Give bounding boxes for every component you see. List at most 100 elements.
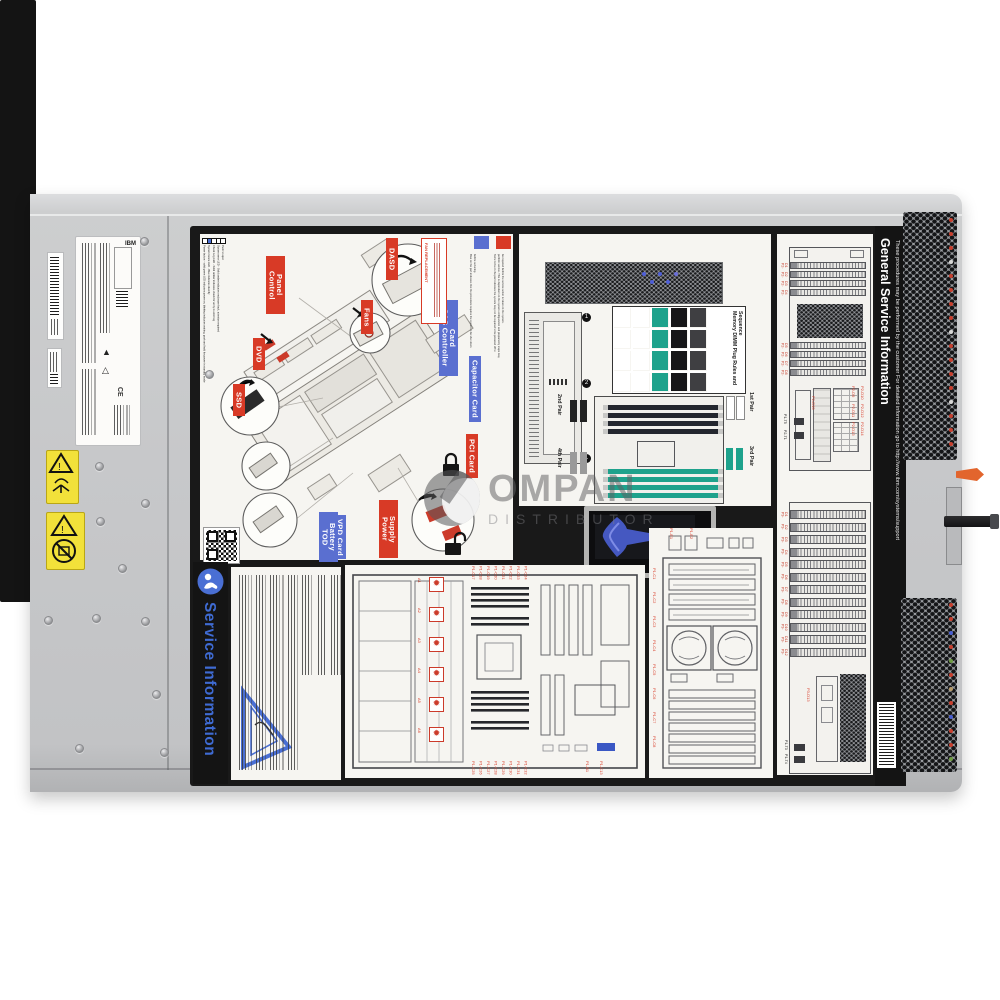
drive-bay-row: P3-D5 <box>780 560 866 569</box>
general-service-title: General Service Information <box>878 238 892 405</box>
drive-bay-label: P3-D12 <box>780 648 789 656</box>
dimm-slot-dark <box>603 429 723 434</box>
memory-table-cell <box>690 308 707 328</box>
latch-dot <box>949 757 953 761</box>
drive-bay-label: P3-D9 <box>780 611 789 618</box>
callout-pci-card: PCI Card <box>466 434 478 478</box>
rear-location-label: P1-C1 <box>652 568 657 580</box>
drive-bay <box>790 262 866 269</box>
drive-bay <box>790 351 866 358</box>
memory-table-column <box>651 307 670 393</box>
latch-dot <box>949 442 953 446</box>
drive-bay-label: P2-D4 <box>780 289 789 296</box>
callout-capacitor-card: Capacitor Card <box>469 356 481 422</box>
module-label-p3d13: P3-D13 <box>806 688 811 702</box>
board-location-label: P1-C26 <box>478 761 484 775</box>
drive-bay-label: P3-D3 <box>780 536 789 543</box>
fan-icon: ✹ <box>429 577 444 592</box>
board-location-label: P1-C23 <box>516 566 521 580</box>
drive-bay <box>790 289 866 296</box>
panel-label-p2d15: P2-D15 <box>811 396 816 410</box>
screw <box>96 517 105 526</box>
dimm-slot-teal <box>603 477 723 482</box>
memory-riser-diagram <box>594 396 724 504</box>
pair-label-3rd: 3rd Pair <box>748 446 754 467</box>
dimm-slot-teal <box>603 485 723 490</box>
screw <box>44 616 53 625</box>
memory-table-cell <box>614 372 631 392</box>
drive-bay <box>790 547 866 557</box>
drive-bay-row: P3-D12 <box>780 647 866 657</box>
board-location-label: P1-C28 <box>493 761 499 775</box>
bay-cluster-label: P2-D12 <box>860 404 865 418</box>
latch-dot <box>949 330 953 334</box>
latch-dot <box>949 701 953 705</box>
drive-bay-row: P3-D3 <box>780 535 866 544</box>
step-1-marker: 1 <box>582 313 591 322</box>
drive-bay <box>790 535 866 544</box>
memory-table-cell <box>671 372 688 392</box>
rear-location-label: P1-E1 <box>669 528 674 540</box>
riser-cpu-outline <box>637 441 675 467</box>
screw <box>140 237 149 246</box>
latch-dot <box>949 673 953 677</box>
latch-dot <box>949 743 953 747</box>
drive-bay-label: P3-D8 <box>780 599 789 605</box>
memory-table-cell <box>690 329 707 349</box>
drive-bay <box>790 280 866 287</box>
callout-ssd: SSD <box>233 384 245 416</box>
callout-dasd: DASD <box>386 238 398 280</box>
legend-text: System error LED - Solid amber indicates… <box>216 245 220 332</box>
esd-paragraph <box>256 575 266 770</box>
port-label-p2t1: P2-T1 <box>783 430 787 440</box>
drive-bay-row: P3-D4 <box>780 547 866 557</box>
board-location-label: P1-C13 <box>599 761 604 775</box>
memory-table-cell <box>671 308 688 328</box>
screw <box>141 617 150 626</box>
board-location-label: P1-C24 <box>523 566 529 580</box>
drive-bay-row: P3-D8 <box>780 597 866 607</box>
board-location-label: P1-C21 <box>501 566 506 580</box>
warning-triangle-icon: ▲ <box>102 347 111 357</box>
legend-icon <box>220 238 226 244</box>
rear-location-label: P1-C8 <box>652 736 657 748</box>
latch-dot <box>949 246 953 250</box>
latch-dot <box>949 218 953 222</box>
padlock-closed-icon <box>443 452 459 476</box>
esd-paragraph <box>288 575 298 770</box>
memory-table-title: Memory DIMM Plug Rules and Sequence <box>731 311 743 386</box>
drive-bay-label: P3-D11 <box>780 636 789 643</box>
legend-text: Push to eject <box>220 245 224 260</box>
rear-barcode-label <box>877 702 896 768</box>
board-location-label: P1-C17 <box>471 566 476 580</box>
drive-bay <box>790 572 866 582</box>
esd-paragraph <box>331 575 342 675</box>
memory-table-cell <box>652 372 669 392</box>
latch-dot <box>949 715 953 719</box>
latch-dot <box>949 659 953 663</box>
memory-table-cell <box>633 351 650 371</box>
pair-label-2nd: 2nd Pair <box>556 394 562 416</box>
latch-dot <box>949 232 953 236</box>
serial-barcode-label <box>47 252 64 340</box>
drive-bay-label: P2-D3 <box>780 280 789 287</box>
padlock-open-icon <box>445 531 467 555</box>
board-location-label: P1-B1 <box>585 761 590 773</box>
drive-bay <box>790 597 866 607</box>
drive-bay <box>790 522 866 532</box>
drive-bay <box>790 369 866 376</box>
terra-note-text: Terra Cotta on the part indicates the sy… <box>493 254 504 358</box>
latch-dot <box>949 372 953 376</box>
latch-dot <box>949 400 953 404</box>
board-location-label: P1-C22 <box>508 566 514 580</box>
drive-bay-label: P3-D1 <box>780 511 789 518</box>
latch-dot <box>949 617 953 621</box>
esd-notice-panel <box>231 567 342 780</box>
fan-icon: ✹ <box>429 637 444 652</box>
latch-dot <box>949 645 953 649</box>
drive-bay <box>790 560 866 569</box>
memory-table-cell <box>652 351 669 371</box>
svg-text:!: ! <box>58 462 61 473</box>
rear-location-label: P1-C5 <box>652 664 657 676</box>
